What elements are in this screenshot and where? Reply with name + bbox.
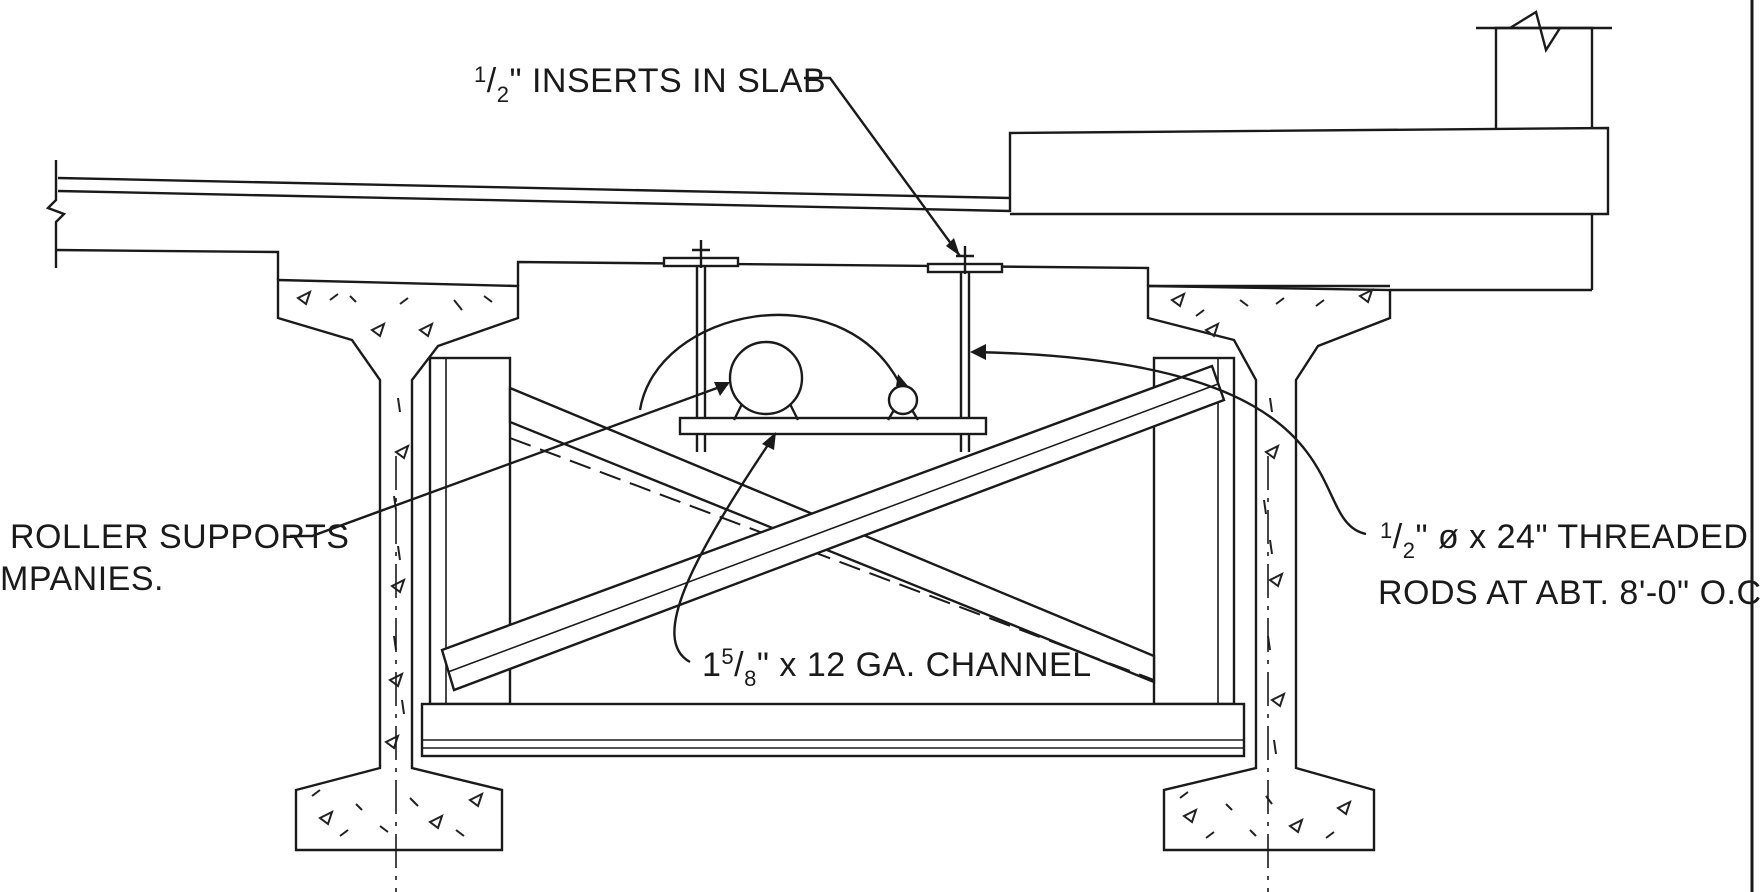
rods-callout-line2: RODS AT ABT. 8'-0" O.C.	[1378, 574, 1764, 612]
rods-fraction-numerator: 1	[1380, 518, 1393, 543]
roller-callout-line2: MPANIES.	[0, 560, 164, 598]
left-girder	[276, 278, 520, 892]
deck-slab	[45, 10, 1612, 292]
leader-lines	[290, 76, 1367, 664]
steel-cross-frame	[420, 356, 1246, 758]
channel-callout: 15/8" x 12 GA. CHANNEL	[702, 644, 1092, 691]
inserts-callout: 1/2" INSERTS IN SLAB	[474, 62, 826, 107]
pipe-hanger-assembly	[638, 240, 1004, 452]
channel-label: " x 12 GA. CHANNEL	[757, 646, 1092, 684]
rods-label-line1: " ø x 24" THREADED	[1415, 518, 1748, 556]
rods-callout-line1: 1/2" ø x 24" THREADED	[1380, 518, 1748, 563]
inserts-fraction-numerator: 1	[474, 62, 487, 87]
rods-fraction-denominator: 2	[1403, 538, 1416, 563]
channel-fraction-numerator: 5	[721, 644, 734, 669]
channel-fraction-denominator: 8	[744, 666, 757, 691]
inserts-label: " INSERTS IN SLAB	[509, 62, 826, 100]
right-girder	[1146, 284, 1392, 892]
channel-whole-number: 1	[702, 646, 721, 684]
inserts-fraction-denominator: 2	[497, 82, 510, 107]
roller-callout-line1: ROLLER SUPPORTS	[10, 518, 349, 556]
